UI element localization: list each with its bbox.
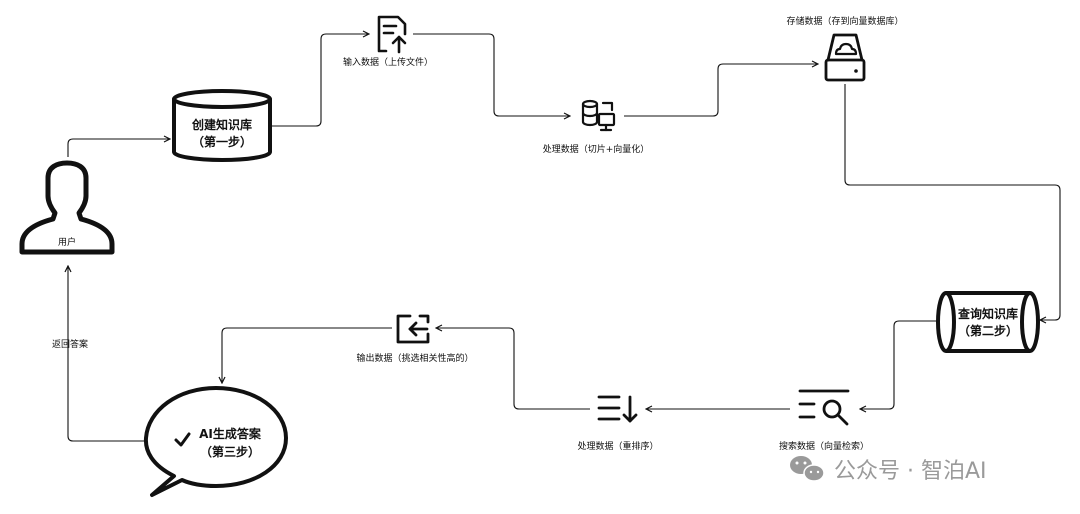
return-answer-label: 返回答案: [52, 338, 88, 350]
node-process-data: 处理数据（切片+向量化）: [543, 99, 650, 155]
login-arrow-icon: [396, 314, 430, 344]
output-data-label: 输出数据（挑选相关性高的）: [356, 352, 473, 364]
node-user: 用户: [19, 160, 115, 255]
node-search-data: 搜索数据（向量检索）: [779, 389, 869, 452]
cloud-drive-icon: [824, 33, 866, 82]
node-input-data: 输入数据（上传文件）: [343, 15, 433, 68]
speech-bubble-icon: [143, 386, 288, 497]
checkmark-icon: [174, 432, 191, 447]
edge-output-to-ai-answer: [222, 327, 392, 383]
edge-user-to-create-kb: [67, 139, 170, 157]
watermark: 公众号 · 智泊AI: [790, 456, 987, 484]
edge-query-kb-to-search: [860, 320, 938, 409]
process-data-label: 处理数据（切片+向量化）: [543, 143, 650, 155]
edge-create-kb-to-input: [272, 34, 369, 127]
edge-store-to-query-kb: [844, 84, 1061, 320]
node-query-kb: 查询知识库 （第二步）: [936, 291, 1040, 353]
database-monitor-icon: [581, 99, 616, 132]
watermark-text: 公众号 · 智泊AI: [834, 459, 987, 484]
create-kb-title: 创建知识库: [191, 117, 252, 132]
edge-input-to-process: [413, 33, 570, 116]
query-kb-title: 查询知识库: [957, 306, 1018, 321]
query-kb-step: （第二步）: [958, 323, 1018, 338]
node-ai-answer: AI生成答案 （第三步）: [143, 386, 288, 497]
edge-ai-answer-to-user: [68, 266, 148, 442]
person-icon: [19, 160, 115, 255]
file-upload-icon: [377, 15, 407, 54]
rerank-data-label: 处理数据（重排序）: [577, 440, 658, 452]
input-data-label: 输入数据（上传文件）: [343, 56, 433, 68]
wechat-icon: [790, 456, 825, 482]
connectors: [67, 33, 1061, 442]
node-rerank-data: 处理数据（重排序）: [577, 395, 659, 452]
list-search-icon: [798, 389, 850, 426]
user-label: 用户: [58, 236, 76, 248]
database-cylinder-icon: [172, 89, 272, 162]
store-data-label: 存储数据（存到向量数据库）: [786, 15, 903, 27]
node-create-kb: 创建知识库 （第一步）: [172, 89, 272, 162]
horizontal-cylinder-icon: [936, 291, 1040, 353]
node-store-data: 存储数据（存到向量数据库）: [786, 15, 904, 82]
search-data-label: 搜索数据（向量检索）: [779, 440, 869, 452]
ai-answer-step: （第三步）: [200, 444, 260, 459]
create-kb-step: （第一步）: [192, 134, 252, 149]
edge-process-to-store: [624, 64, 818, 117]
list-sort-down-icon: [597, 395, 638, 423]
edge-rerank-to-output: [436, 328, 590, 410]
node-output-data: 输出数据（挑选相关性高的）: [356, 314, 474, 364]
ai-answer-title: AI生成答案: [199, 426, 262, 441]
